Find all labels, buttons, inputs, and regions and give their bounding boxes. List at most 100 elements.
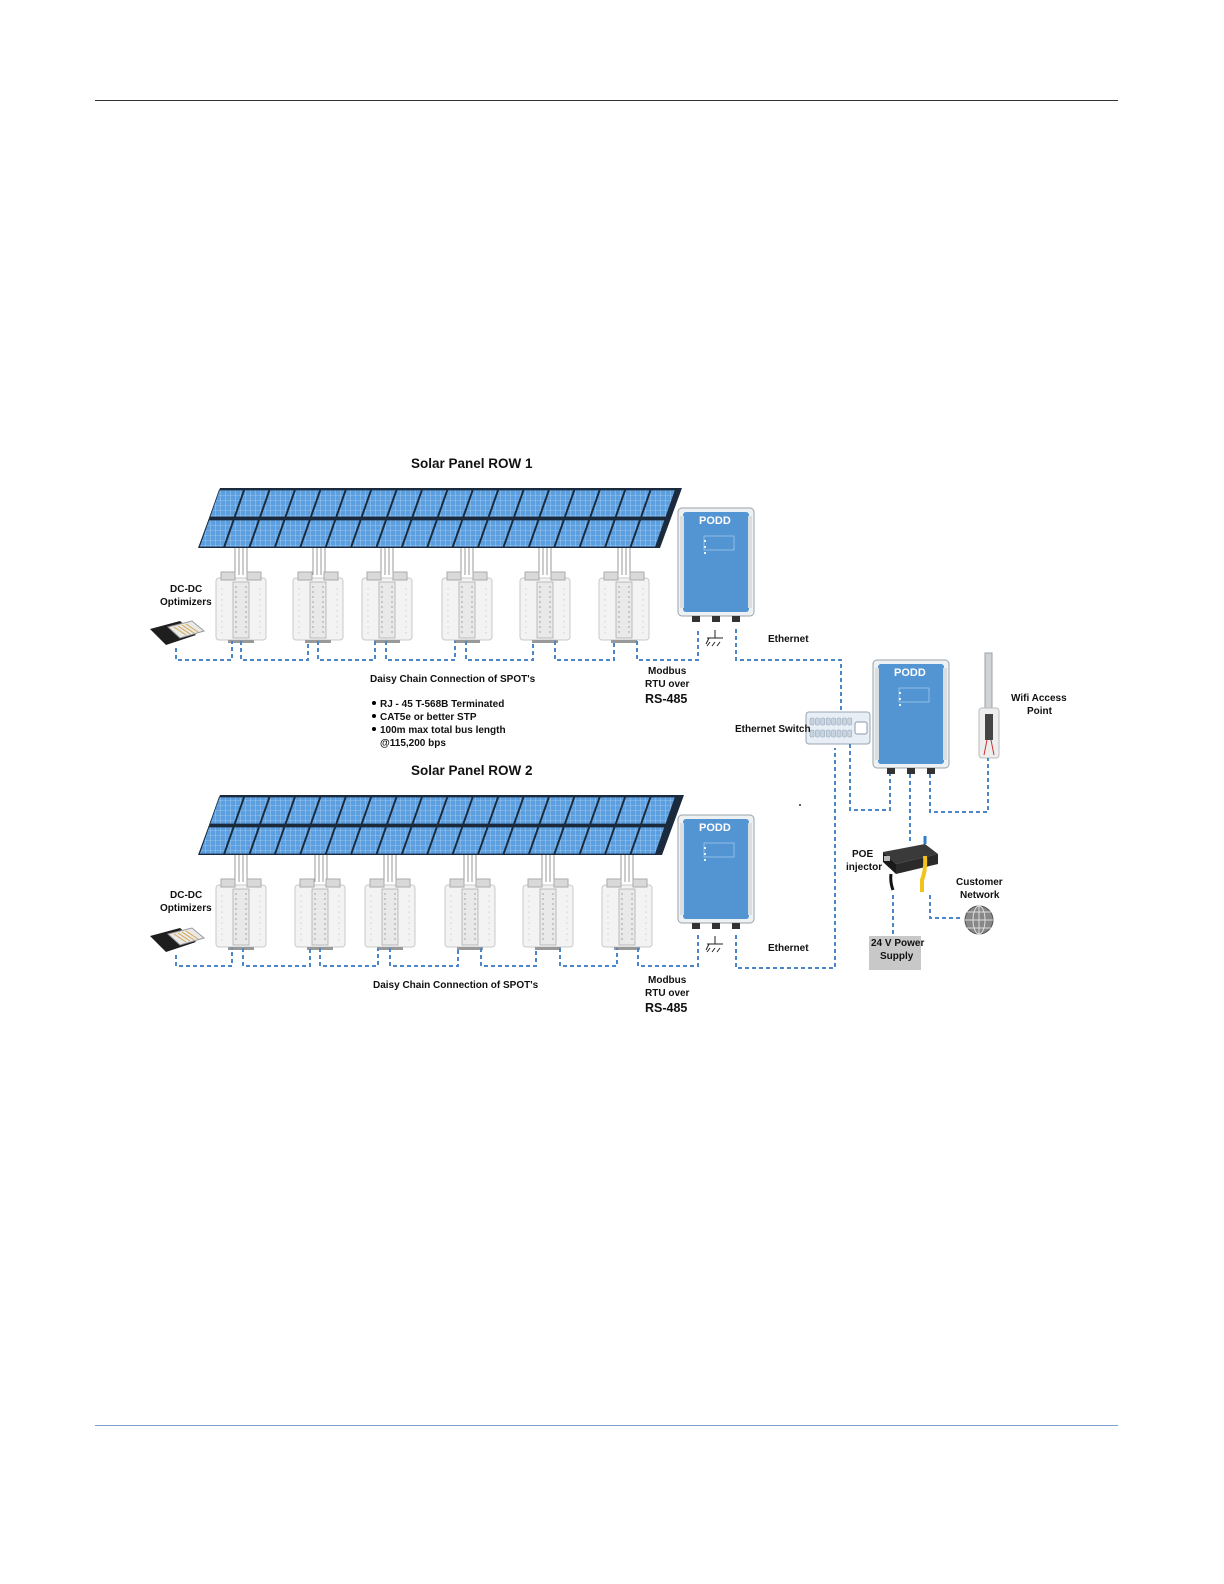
row1-solar-array [198, 488, 682, 548]
switch-port [836, 729, 842, 738]
solar-module [452, 519, 488, 548]
stray-dot [799, 804, 801, 806]
solar-module [590, 489, 626, 518]
switch-port [809, 717, 815, 726]
solar-module [452, 826, 488, 855]
header-rule [95, 100, 1118, 101]
row1-rj45-connector-icon [149, 620, 205, 646]
solar-module [224, 519, 259, 548]
row2-modbus-label-line2: RTU over [645, 988, 690, 999]
row2-solar-array [198, 795, 684, 855]
solar-module [224, 826, 259, 855]
row1-ethernet-label: Ethernet [768, 634, 809, 645]
solar-module [285, 489, 321, 518]
customer-network-label-line2: Network [960, 890, 1000, 901]
switch-port [842, 729, 847, 738]
solar-module [260, 796, 295, 825]
solar-module [503, 826, 539, 855]
row2-title: Solar Panel ROW 2 [411, 763, 533, 778]
solar-module [539, 489, 575, 518]
footer-rule [95, 1425, 1118, 1426]
solar-module [630, 519, 666, 548]
row2-group: Solar Panel ROW 2 DC-DC Optimizers Daisy… [149, 748, 836, 1015]
solar-module [336, 489, 372, 518]
solar-module [514, 796, 549, 825]
customer-network-label-line1: Customer [956, 877, 1003, 888]
row2-rj45-connector-icon [149, 927, 205, 953]
solar-module [615, 489, 651, 518]
solar-module [260, 489, 295, 518]
power-supply-box: 24 V Power Supply [869, 936, 924, 970]
row2-optimizers-label-line1: DC-DC [170, 890, 202, 901]
solar-module [351, 519, 386, 548]
row1-modbus-label-line1: Modbus [648, 666, 687, 677]
solar-module [488, 796, 524, 825]
row1-modbus-label-line2: RTU over [645, 679, 690, 690]
switch-port [809, 729, 815, 738]
solar-module [376, 826, 412, 855]
solar-module [234, 796, 270, 825]
solar-module [310, 796, 346, 825]
solar-module [351, 826, 386, 855]
row1-spec-bullets: RJ - 45 T-568B Terminated CAT5e or bette… [372, 699, 506, 749]
row2-optimizers-label-line2: Optimizers [160, 903, 212, 914]
switch-port [820, 729, 826, 738]
solar-module [641, 489, 676, 518]
solar-module [310, 489, 346, 518]
row2-ethernet-label: Ethernet [768, 943, 809, 954]
globe-icon [964, 905, 994, 935]
row2-ground-icon [705, 935, 724, 953]
network-podd-brand: PODD [894, 667, 926, 679]
solar-module [412, 489, 448, 518]
row1-rs485-label: RS-485 [645, 692, 687, 706]
switch-to-podd-cable [849, 744, 891, 811]
solar-module [209, 796, 245, 825]
solar-module [361, 489, 397, 518]
row1-optimizers-label-line2: Optimizers [160, 597, 212, 608]
row1-bullet-1: RJ - 45 T-568B Terminated [380, 699, 504, 710]
row1-ethernet-cable [735, 629, 842, 712]
ethernet-switch-icon [805, 711, 871, 745]
solar-module [478, 519, 513, 548]
solar-module [463, 796, 499, 825]
row1-title: Solar Panel ROW 1 [411, 456, 533, 471]
solar-module [427, 519, 463, 548]
row1-daisy-chain-cable [175, 629, 699, 661]
row1-bullet-2: CAT5e or better STP [380, 712, 477, 723]
solar-module [641, 796, 676, 825]
solar-module [488, 489, 524, 518]
power-supply-label-line1: 24 V Power [871, 938, 924, 949]
solar-module [234, 489, 270, 518]
row1-panel-wires [234, 548, 631, 575]
solar-module [412, 796, 448, 825]
solar-module [427, 826, 463, 855]
solar-module [437, 489, 473, 518]
solar-module [605, 519, 640, 548]
solar-module [478, 826, 513, 855]
solar-module [249, 519, 285, 548]
row2-optimizers [215, 878, 653, 951]
solar-module [325, 826, 361, 855]
solar-module [514, 489, 549, 518]
row1-podd-enclosure: PODD [677, 507, 755, 623]
row2-podd-enclosure: PODD [677, 814, 755, 930]
network-podd-enclosure: PODD [872, 659, 950, 775]
solar-module [285, 796, 321, 825]
solar-module [387, 489, 422, 518]
solar-module [249, 826, 285, 855]
solar-module [198, 519, 234, 548]
row1-group: Solar Panel ROW 1 DC-DC Optimizers Daisy… [149, 456, 842, 749]
solar-module [437, 796, 473, 825]
solar-module [554, 519, 590, 548]
row2-daisy-chain-label: Daisy Chain Connection of SPOT's [373, 980, 539, 991]
poe-label-line1: POE [852, 849, 873, 860]
solar-module [361, 796, 397, 825]
solar-module [615, 796, 651, 825]
row2-daisy-chain-cable [175, 935, 699, 967]
switch-port [847, 729, 853, 738]
row2-rs485-label: RS-485 [645, 1001, 687, 1015]
row1-podd-brand: PODD [699, 515, 731, 527]
row2-ethernet-cable [735, 748, 836, 969]
switch-port [831, 729, 836, 738]
